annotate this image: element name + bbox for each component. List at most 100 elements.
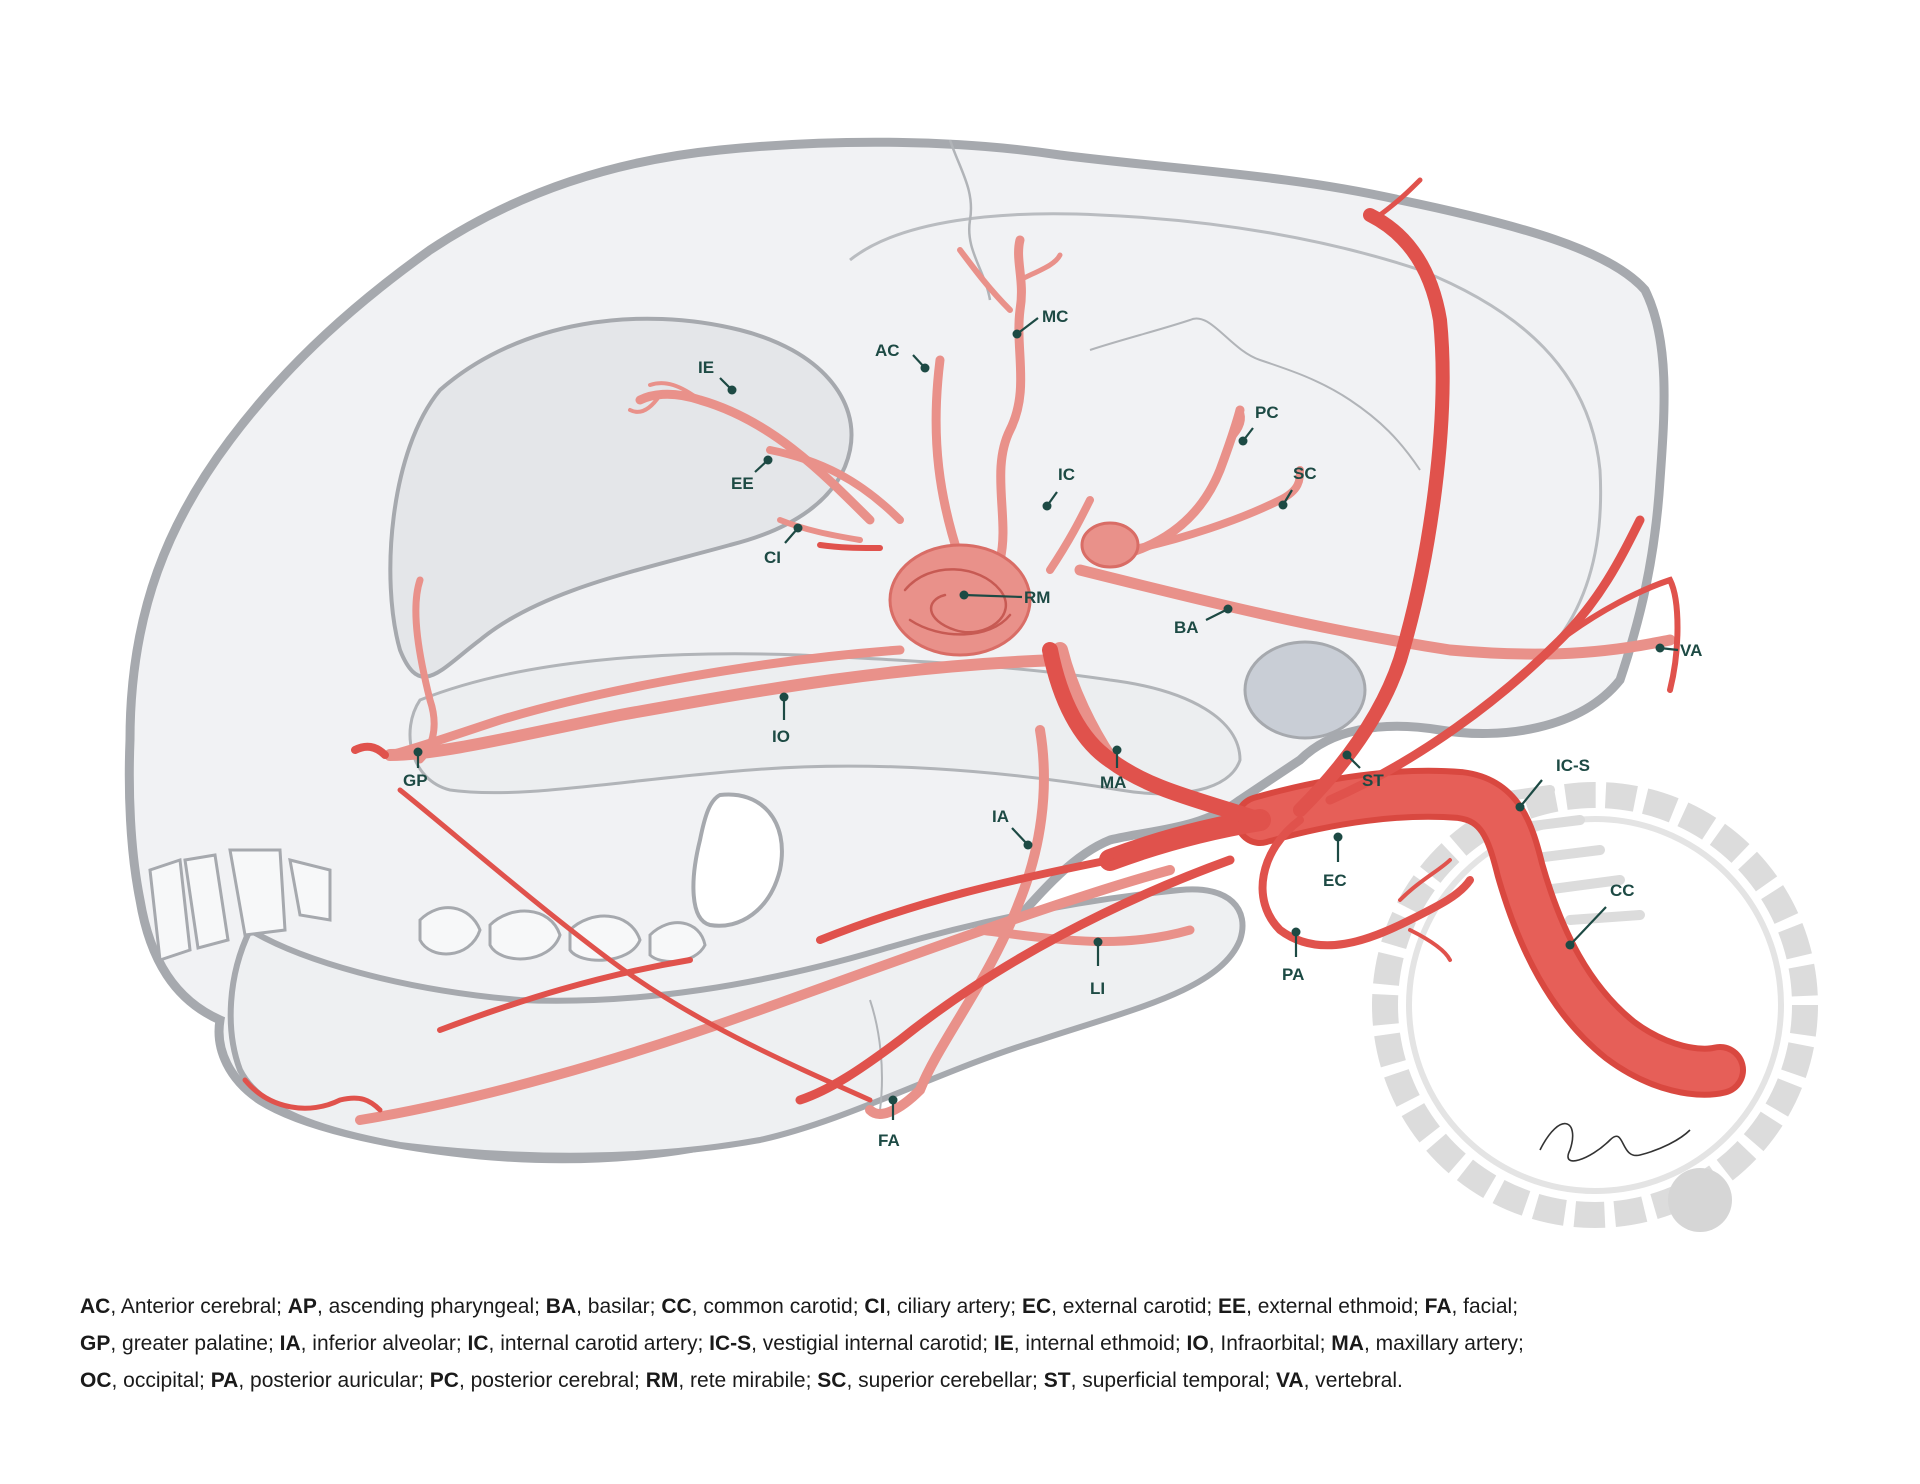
mandibular-notch: [691, 792, 784, 928]
svg-text:AC: AC: [875, 341, 900, 360]
legend-desc: , facial;: [1451, 1295, 1519, 1318]
svg-text:VA: VA: [1680, 641, 1702, 660]
svg-text:MA: MA: [1100, 773, 1126, 792]
label-cc: CC: [1565, 881, 1635, 950]
svg-text:EE: EE: [731, 474, 754, 493]
legend-abbr: CC: [661, 1295, 692, 1318]
legend-desc: , vertebral.: [1303, 1369, 1403, 1392]
label-ci: CI: [764, 523, 803, 567]
legend-abbr: BA: [545, 1295, 577, 1318]
legend-abbr: VA: [1275, 1369, 1304, 1392]
svg-text:ST: ST: [1362, 771, 1384, 790]
auditory-opening: [1243, 640, 1367, 740]
orbit: [388, 316, 854, 679]
svg-text:CC: CC: [1610, 881, 1635, 900]
label-ma: MA: [1100, 745, 1126, 792]
legend-abbr: PA: [210, 1369, 239, 1392]
label-va: VA: [1655, 641, 1702, 660]
svg-text:RM: RM: [1024, 588, 1050, 607]
svg-text:SC: SC: [1293, 464, 1317, 483]
legend-desc: , Infraorbital;: [1208, 1332, 1332, 1355]
legend-desc: , basilar;: [576, 1295, 662, 1318]
svg-text:IE: IE: [698, 358, 714, 377]
legend-abbr: GP: [80, 1332, 111, 1355]
teeth: [148, 848, 707, 964]
legend-abbr: FA: [1424, 1295, 1452, 1318]
legend-abbr: SC: [817, 1369, 847, 1392]
legend-desc: , superior cerebellar;: [846, 1369, 1044, 1392]
label-pc: PC: [1238, 403, 1279, 446]
vertebral-column: [1372, 782, 1818, 1232]
legend-desc: , rete mirabile;: [678, 1369, 818, 1392]
legend-line: AC, Anterior cerebral; AP, ascending pha…: [80, 1288, 1860, 1325]
legend-desc: , maxillary artery;: [1363, 1332, 1524, 1355]
legend-desc: , posterior auricular;: [238, 1369, 430, 1392]
legend-abbr: MA: [1331, 1332, 1364, 1355]
legend-abbr: IE: [993, 1332, 1014, 1355]
abbreviation-legend: AC, Anterior cerebral; AP, ascending pha…: [80, 1288, 1860, 1399]
legend-desc: , external ethmoid;: [1246, 1295, 1425, 1318]
label-fa: FA: [878, 1095, 900, 1150]
legend-line: OC, occipital; PA, posterior auricular; …: [80, 1362, 1860, 1399]
legend-abbr: OC: [80, 1369, 112, 1392]
label-st: ST: [1342, 750, 1384, 790]
legend-abbr: EC: [1021, 1295, 1052, 1318]
legend-abbr: AP: [287, 1295, 317, 1318]
label-ics: IC-S: [1515, 756, 1590, 812]
legend-desc: , occipital;: [111, 1369, 211, 1392]
label-ac: AC: [875, 341, 930, 373]
legend-abbr: RM: [645, 1369, 679, 1392]
label-mc: MC: [1012, 307, 1068, 339]
skull-artery-diagram: MC AC IE EE CI IC PC SC: [124, 137, 1818, 1232]
svg-text:IC: IC: [1058, 465, 1075, 484]
legend-desc: , ascending pharyngeal;: [316, 1295, 546, 1318]
svg-text:FA: FA: [878, 1131, 900, 1150]
legend-desc: , ciliary artery;: [885, 1295, 1022, 1318]
svg-text:BA: BA: [1174, 618, 1199, 637]
legend-desc: , vestigial internal carotid;: [751, 1332, 994, 1355]
legend-desc: , superficial temporal;: [1070, 1369, 1276, 1392]
vertebral-body: [1668, 1168, 1732, 1232]
legend-line: GP, greater palatine; IA, inferior alveo…: [80, 1325, 1860, 1362]
svg-text:PC: PC: [1255, 403, 1279, 422]
svg-text:IA: IA: [992, 807, 1009, 826]
svg-text:IC-S: IC-S: [1556, 756, 1590, 775]
legend-abbr: CI: [864, 1295, 886, 1318]
svg-text:LI: LI: [1090, 979, 1105, 998]
legend-abbr: AC: [80, 1295, 111, 1318]
legend-desc: , inferior alveolar;: [300, 1332, 468, 1355]
label-gp: GP: [403, 747, 428, 790]
label-ie: IE: [698, 358, 737, 395]
labels: MC AC IE EE CI IC PC SC: [403, 307, 1702, 1150]
legend-desc: , internal ethmoid;: [1013, 1332, 1187, 1355]
legend-desc: , external carotid;: [1051, 1295, 1219, 1318]
label-li: LI: [1090, 937, 1105, 998]
main-arteries: [242, 177, 1746, 1113]
label-ec: EC: [1323, 832, 1347, 890]
label-io: IO: [772, 692, 790, 746]
svg-text:MC: MC: [1042, 307, 1068, 326]
braincase-line: [849, 212, 1603, 662]
legend-abbr: IO: [1186, 1332, 1209, 1355]
legend-abbr: IC-S: [709, 1332, 752, 1355]
svg-text:IO: IO: [772, 727, 790, 746]
svg-text:EC: EC: [1323, 871, 1347, 890]
svg-text:GP: GP: [403, 771, 428, 790]
label-rm: RM: [959, 588, 1050, 607]
legend-desc: , greater palatine;: [110, 1332, 280, 1355]
label-ee: EE: [731, 455, 773, 493]
label-sc: SC: [1278, 464, 1317, 510]
legend-desc: , common carotid;: [691, 1295, 865, 1318]
legend-abbr: IA: [279, 1332, 301, 1355]
legend-abbr: ST: [1043, 1369, 1071, 1392]
label-ia: IA: [992, 807, 1033, 850]
legend-desc: , posterior cerebral;: [458, 1369, 646, 1392]
svg-text:CI: CI: [764, 548, 781, 567]
legend-desc: , internal carotid artery;: [488, 1332, 710, 1355]
branch-arteries: [355, 235, 1676, 1125]
label-pa: PA: [1282, 927, 1304, 984]
label-ba: BA: [1174, 604, 1233, 637]
svg-text:PA: PA: [1282, 965, 1304, 984]
legend-abbr: IC: [467, 1332, 489, 1355]
label-ic: IC: [1042, 465, 1075, 511]
